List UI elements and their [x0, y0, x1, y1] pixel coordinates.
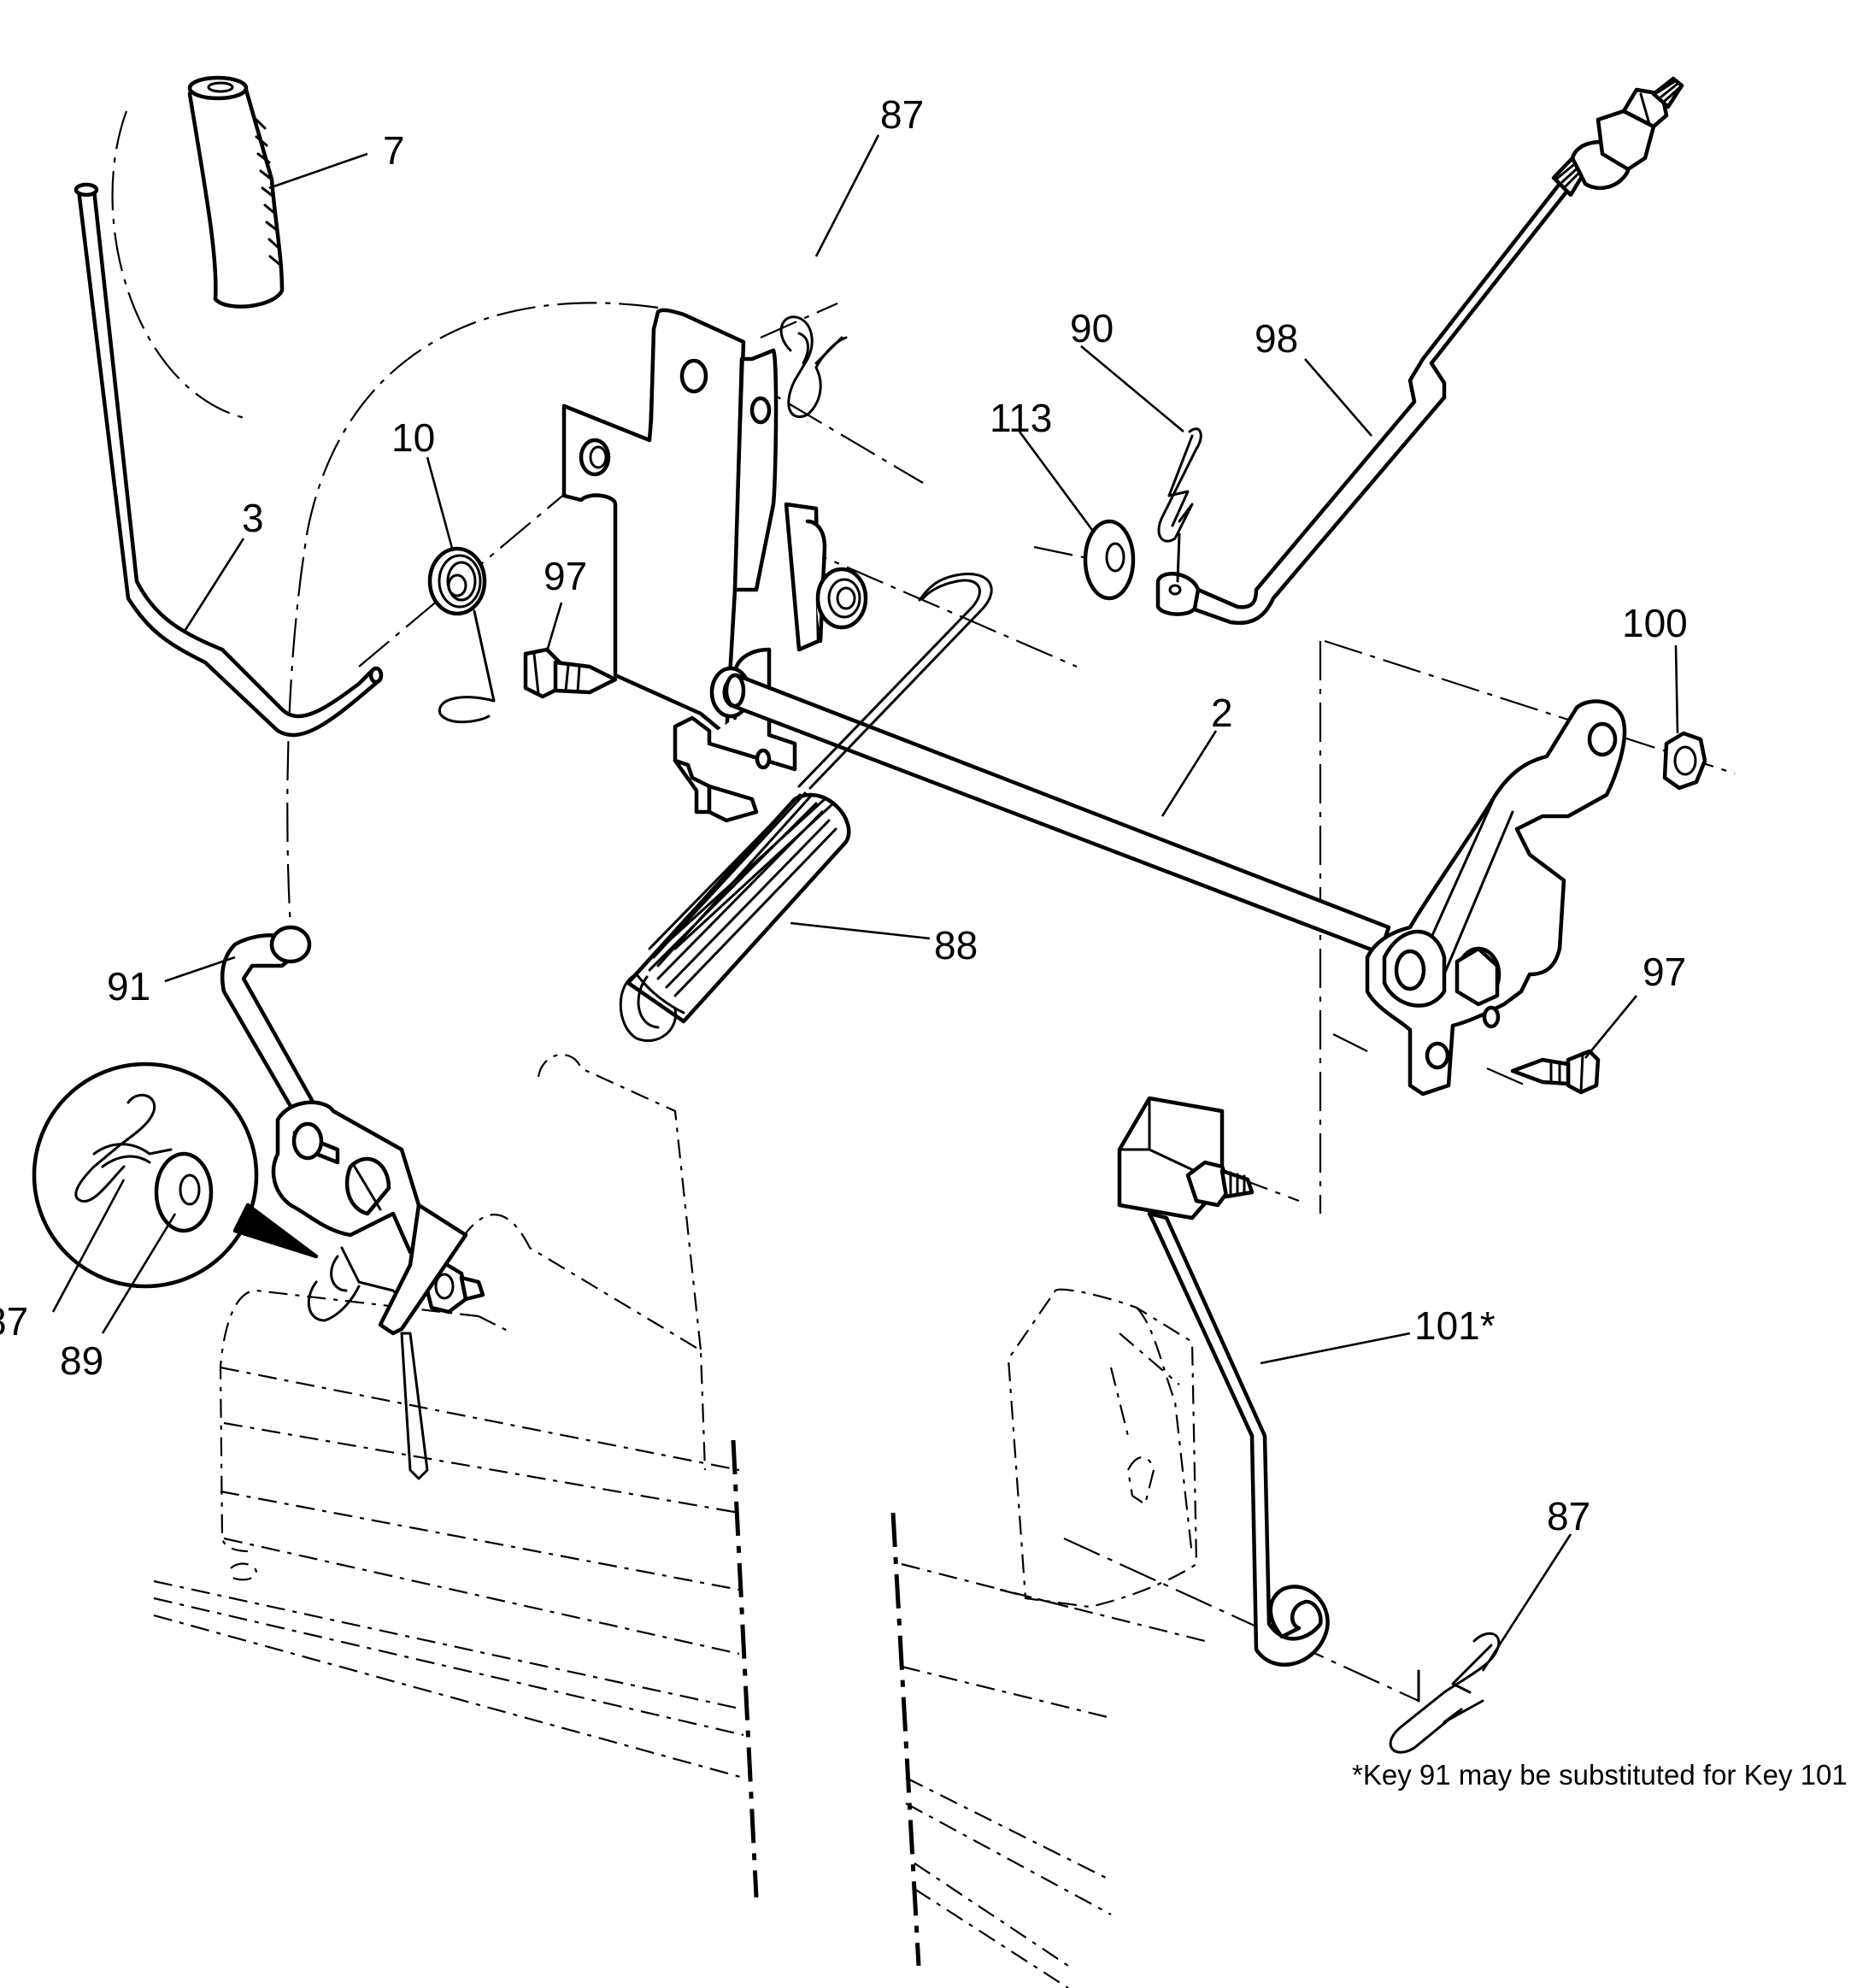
callout-97-right: 97	[1643, 950, 1686, 994]
torsion-spring	[427, 546, 496, 724]
detail-inset	[32, 1062, 319, 1289]
bolt-left	[523, 647, 618, 699]
lower-left-pivot-bracket	[271, 1100, 485, 1480]
left-deck-bracket-phantom	[153, 1053, 759, 1898]
callout-2: 2	[1211, 691, 1233, 735]
hex-nut	[1662, 731, 1707, 791]
callout-87-detail: 87	[0, 1299, 28, 1344]
leader-lines	[51, 134, 1679, 1672]
right-deck-bracket-phantom	[890, 1288, 1206, 1988]
callout-97-left: 97	[544, 554, 587, 598]
callout-101: 101*	[1414, 1303, 1496, 1348]
callout-98: 98	[1255, 316, 1298, 361]
handle-grip	[187, 75, 285, 309]
hairpin-clip-87-bottom	[1389, 1632, 1501, 1754]
callout-90: 90	[1070, 306, 1114, 350]
callout-87-top: 87	[880, 92, 924, 137]
lift-link-101	[1117, 1096, 1330, 1667]
bolt-right	[1510, 1049, 1601, 1095]
lift-link-91	[220, 925, 323, 1131]
callout-7: 7	[383, 128, 405, 173]
hairpin-clip-90	[1157, 427, 1202, 583]
footnote: *Key 91 may be substituted for Key 101	[1352, 1759, 1848, 1791]
callout-113: 113	[990, 396, 1052, 440]
callout-10: 10	[391, 415, 435, 460]
upper-mounting-bracket	[561, 308, 868, 738]
callout-labels: 7 87 90 98 113 10 3 97 2 100 88 91 97 87…	[0, 92, 1848, 1791]
callout-87-bottom: 87	[1547, 1494, 1590, 1538]
callout-91: 91	[107, 964, 150, 1009]
extension-spring	[619, 791, 851, 1043]
hairpin-clip-87-top	[779, 315, 848, 418]
callout-100: 100	[1622, 601, 1688, 645]
callout-88: 88	[934, 923, 978, 968]
spring-link-rod	[797, 573, 993, 790]
right-lift-arm	[1365, 699, 1627, 1097]
washer-113	[1083, 519, 1136, 601]
adjustment-rod	[1155, 76, 1684, 626]
lift-handle-rod	[73, 182, 384, 738]
callout-3: 3	[242, 496, 264, 540]
callout-89: 89	[60, 1338, 103, 1383]
